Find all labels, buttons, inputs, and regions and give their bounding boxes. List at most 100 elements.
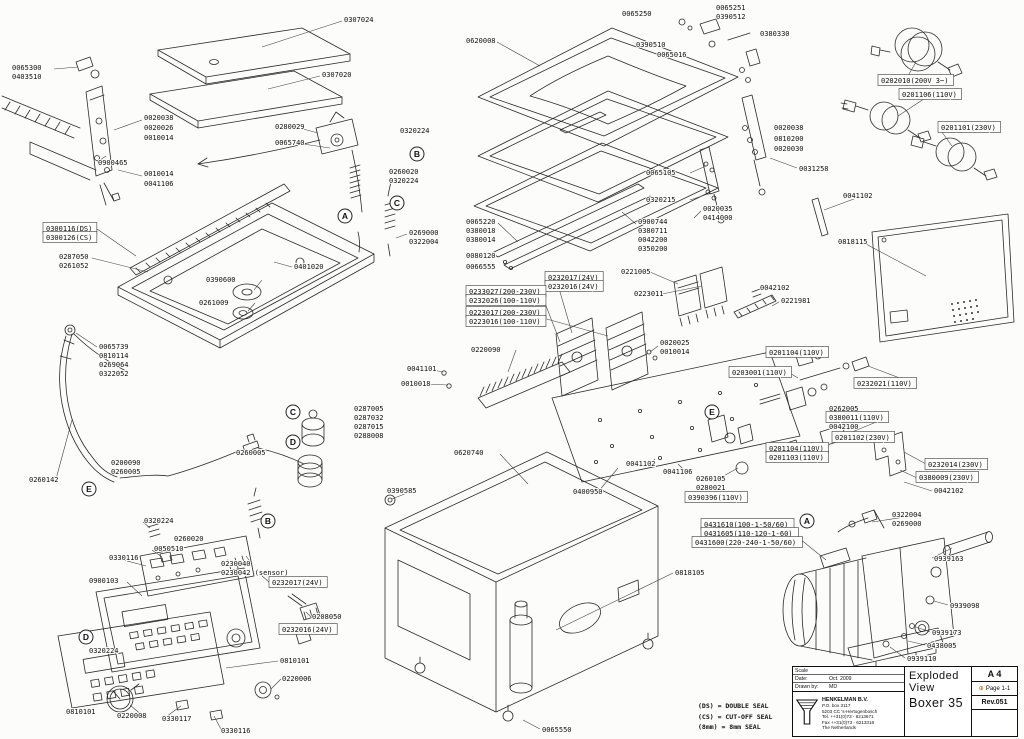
vacuum-hose: [59, 333, 118, 483]
part-label: 0232017(24V): [272, 579, 323, 587]
part-label: 0287005: [354, 405, 384, 413]
part-label: 0380330: [760, 30, 790, 38]
spring-b: [247, 487, 264, 539]
callout-circle: [389, 195, 405, 211]
drawing-title-cell: Exploded View Boxer 35: [905, 667, 971, 736]
part-label: 0438005: [927, 642, 957, 650]
part-label: 0380009(230V): [919, 474, 974, 482]
leader-line: [267, 75, 321, 90]
part-label: 0042102: [934, 487, 964, 495]
part-label: 0400950: [573, 488, 603, 496]
part-label-box: [831, 431, 895, 443]
part-label: 0020025: [660, 339, 690, 347]
leader-line: [557, 284, 573, 334]
lid-hinge-parts: [678, 18, 761, 201]
part-label-box: [465, 315, 547, 327]
part-label-box: [765, 451, 829, 463]
leader-line: [621, 211, 637, 225]
leader-line: [542, 317, 609, 337]
date-value: Oct. 2009: [829, 676, 852, 682]
callout-circle: [285, 434, 301, 450]
part-label: 0320224: [89, 647, 119, 655]
leader-line: [427, 368, 444, 373]
leader-line: [111, 556, 147, 567]
bracket-0232014: [873, 431, 907, 477]
callout-letter: A: [342, 211, 348, 221]
henkelman-logo-icon: [795, 697, 819, 732]
part-label: 0380014: [466, 236, 496, 244]
part-label: 0260020: [389, 168, 419, 176]
tee-fitting: [119, 433, 305, 479]
part-label: 0223016(100-110V): [469, 318, 541, 326]
leader-line: [693, 210, 702, 219]
part-label: 0201102(230V): [835, 434, 890, 442]
part-label: 0390585: [387, 487, 417, 495]
part-label: 0414000: [703, 214, 733, 222]
part-label-box: [825, 411, 889, 423]
part-label: 0380018: [466, 227, 496, 235]
part-label: 0390396(110V): [688, 494, 743, 502]
part-label: 0350200: [638, 245, 668, 253]
leader-line: [497, 222, 519, 243]
part-label: 0230040: [221, 560, 251, 568]
part-label: 0065740: [275, 139, 305, 147]
leader-line: [915, 626, 931, 633]
leader-line: [771, 301, 780, 307]
part-label: 0280021: [696, 484, 726, 492]
leader-line: [649, 345, 659, 353]
part-label: 0203001(110V): [732, 369, 787, 377]
part-label: 0300126(CS): [46, 234, 92, 242]
part-label: 0010018: [401, 380, 431, 388]
part-label: 0232017(24V): [548, 274, 599, 282]
leader-line: [889, 646, 906, 659]
part-label: 0390512: [716, 13, 746, 21]
legend-item: (8mm) = 8mm SEAL: [698, 723, 761, 732]
leader-line: [522, 719, 541, 730]
part-label: 0020026: [144, 124, 174, 132]
drawn-by-value: MD: [829, 684, 838, 690]
part-label: 0031258: [799, 165, 829, 173]
part-label: 0020038: [144, 114, 174, 122]
part-label: 0221981: [781, 297, 811, 305]
leader-line: [96, 155, 107, 163]
top-plate: [157, 27, 351, 85]
part-label: 0320224: [144, 517, 174, 525]
part-label: 0220006: [282, 675, 312, 683]
part-label: 0260005: [111, 468, 141, 476]
leader-line: [213, 715, 223, 732]
spring-c: [384, 181, 396, 257]
oil-filter-cartridge: [509, 600, 533, 694]
title-block-left: Scale Date:Oct. 2009 Drawn by:MD HENKELM…: [793, 667, 905, 736]
part-label: 0201104(110V): [769, 445, 824, 453]
part-label: 0201104(110V): [769, 349, 824, 357]
drawing-meta: Scale Date:Oct. 2009 Drawn by:MD: [793, 667, 904, 692]
part-label: 0431605(110-120-1-60): [704, 530, 793, 538]
part-label-box: [937, 121, 1001, 133]
leader-line: [113, 119, 143, 131]
exhaust-filter: [943, 531, 993, 557]
part-label: 0065550: [542, 726, 572, 734]
revision-number: Rev.051: [972, 696, 1017, 710]
seal-bar: [129, 183, 291, 276]
callout-letter: D: [290, 437, 296, 447]
company-name: HENKELMAN B.V.: [822, 697, 868, 703]
part-label: 0065105: [646, 169, 676, 177]
leader-line: [75, 332, 98, 348]
leader-line: [931, 547, 953, 559]
part-label: 0818115: [838, 238, 868, 246]
leader-line: [142, 521, 151, 529]
part-label: 0065250: [622, 10, 652, 18]
part-label: 0260020: [174, 535, 204, 543]
leader-line: [245, 555, 253, 565]
part-label: 0041102: [626, 460, 656, 468]
machine-housing: [384, 451, 659, 722]
leader-line: [903, 481, 933, 492]
part-label: 0320224: [400, 127, 430, 135]
leader-line: [247, 302, 256, 312]
part-label: 0220008: [117, 712, 147, 720]
drawn-by-label: Drawn by:: [795, 684, 819, 690]
part-label: 0010014: [660, 348, 690, 356]
part-label: 0939173: [932, 629, 962, 637]
title-block-right: Exploded View Boxer 35 A 4 ⊕Page 1-1 Rev…: [905, 667, 1017, 736]
